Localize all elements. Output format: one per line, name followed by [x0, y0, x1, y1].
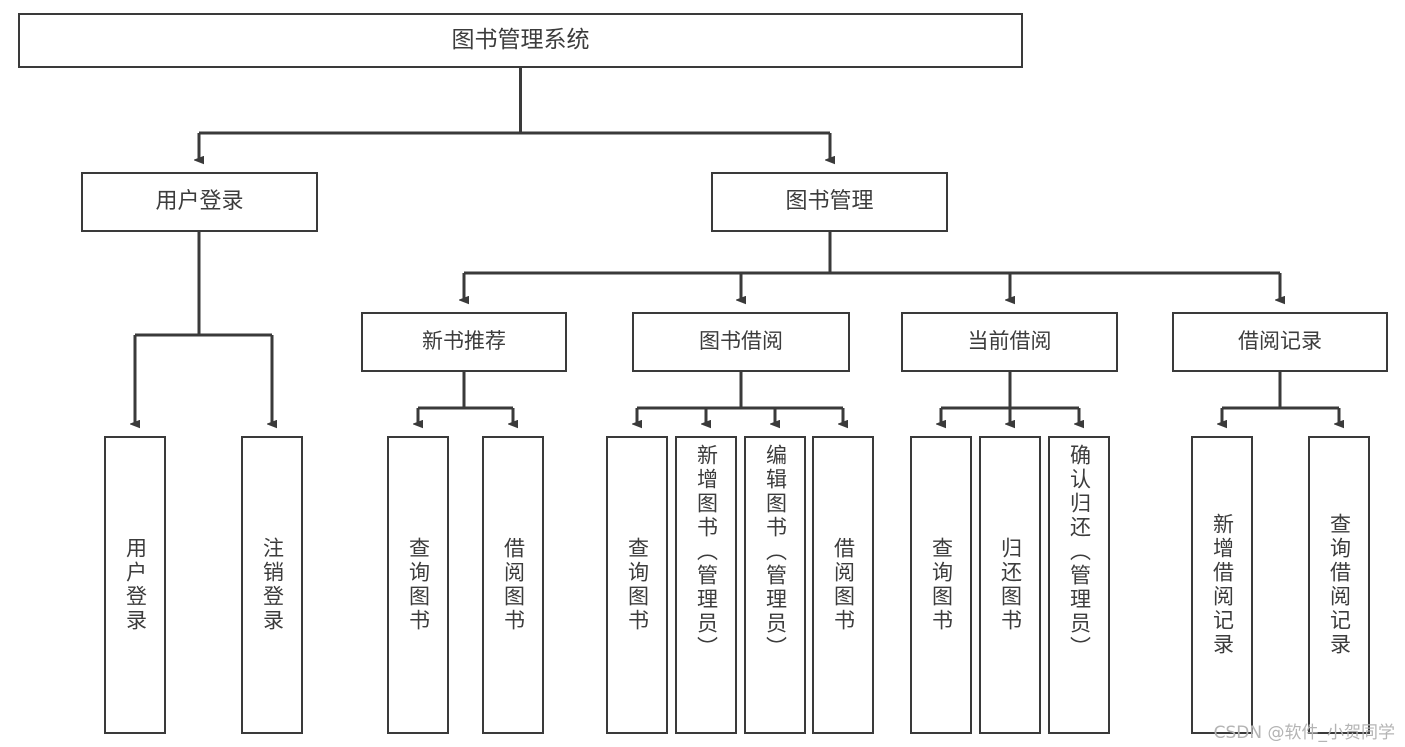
- node-root-label: 图书管理系统: [451, 26, 590, 53]
- node-book-manage[interactable]: 图书管理: [711, 172, 948, 232]
- node-current-borrow[interactable]: 当前借阅: [901, 312, 1118, 372]
- node-leaf-borrow-book-2[interactable]: 借阅图书: [812, 436, 874, 734]
- node-new-book-rec-label: 新书推荐: [422, 329, 506, 354]
- node-leaf-add-book-label: 新增图书（管理员）: [694, 444, 719, 660]
- node-leaf-logout[interactable]: 注销登录: [241, 436, 303, 734]
- node-leaf-borrow-book-1[interactable]: 借阅图书: [482, 436, 544, 734]
- node-book-borrow-label: 图书借阅: [699, 329, 783, 354]
- node-leaf-logout-label: 注销登录: [260, 537, 285, 633]
- node-leaf-query-record-label: 查询借阅记录: [1327, 513, 1352, 657]
- node-borrow-record[interactable]: 借阅记录: [1172, 312, 1388, 372]
- node-leaf-add-record-label: 新增借阅记录: [1210, 513, 1235, 657]
- node-leaf-borrow-book-1-label: 借阅图书: [501, 537, 526, 633]
- node-current-borrow-label: 当前借阅: [967, 329, 1052, 354]
- node-new-book-rec[interactable]: 新书推荐: [361, 312, 567, 372]
- node-leaf-query-book-2[interactable]: 查询图书: [606, 436, 668, 734]
- node-leaf-query-book-1-label: 查询图书: [406, 537, 431, 633]
- node-leaf-user-login[interactable]: 用户登录: [104, 436, 166, 734]
- csdn-watermark: CSDN @软件_小贺同学: [1213, 723, 1395, 743]
- node-book-manage-label: 图书管理: [785, 188, 874, 214]
- node-leaf-edit-book[interactable]: 编辑图书（管理员）: [744, 436, 806, 734]
- node-user-login[interactable]: 用户登录: [81, 172, 318, 232]
- node-leaf-confirm-return-label: 确认归还（管理员）: [1067, 444, 1092, 660]
- node-leaf-query-book-3-label: 查询图书: [929, 537, 954, 633]
- node-user-login-label: 用户登录: [155, 188, 244, 214]
- node-leaf-user-login-label: 用户登录: [123, 537, 148, 633]
- node-root[interactable]: 图书管理系统: [18, 13, 1023, 68]
- node-leaf-add-record[interactable]: 新增借阅记录: [1191, 436, 1253, 734]
- node-leaf-query-book-1[interactable]: 查询图书: [387, 436, 449, 734]
- node-leaf-edit-book-label: 编辑图书（管理员）: [763, 444, 788, 660]
- node-leaf-query-record[interactable]: 查询借阅记录: [1308, 436, 1370, 734]
- node-leaf-query-book-3[interactable]: 查询图书: [910, 436, 972, 734]
- node-borrow-record-label: 借阅记录: [1238, 329, 1322, 354]
- node-book-borrow[interactable]: 图书借阅: [632, 312, 850, 372]
- node-leaf-add-book[interactable]: 新增图书（管理员）: [675, 436, 737, 734]
- node-leaf-query-book-2-label: 查询图书: [625, 537, 650, 633]
- node-leaf-return-book-label: 归还图书: [998, 537, 1023, 633]
- node-leaf-confirm-return[interactable]: 确认归还（管理员）: [1048, 436, 1110, 734]
- node-leaf-return-book[interactable]: 归还图书: [979, 436, 1041, 734]
- node-leaf-borrow-book-2-label: 借阅图书: [831, 537, 856, 633]
